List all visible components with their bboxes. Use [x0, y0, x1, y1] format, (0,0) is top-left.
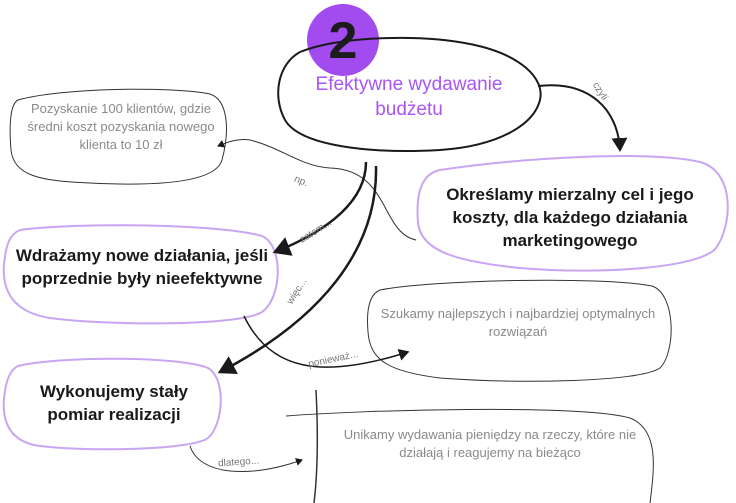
avoid-spending-node-outline: [285, 408, 654, 503]
new-actions-node-text: Wdrażamy nowe działania, jeśli poprzedni…: [15, 246, 269, 288]
edge-poniewaz: [243, 315, 410, 368]
badge-circle: [307, 4, 379, 76]
new-actions-node-outline: [2, 224, 279, 325]
edge-dlatego: [189, 445, 303, 473]
measurable-goal-node-outline: [416, 155, 729, 272]
badge-number: 2: [328, 12, 358, 70]
edge-np: [217, 139, 417, 241]
acquisition-node-text: Pozyskanie 100 klientów, gdzie średni ko…: [27, 101, 215, 152]
measurement-node-text: Wykonujemy stały pomiar realizacji: [39, 382, 189, 424]
edge-czyli: [537, 84, 628, 152]
avoid-spending-node-left-line: [313, 389, 319, 503]
best-solutions-node-outline: [367, 279, 672, 382]
center-node-title: Efektywne wydawanie budżetu: [315, 74, 503, 120]
measurable-goal-node-text: Określamy mierzalny cel i jego koszty, d…: [446, 185, 694, 250]
edge-wiec: [217, 165, 378, 374]
acquisition-node-outline: [9, 88, 227, 185]
edge-zatem: [272, 161, 368, 256]
avoid-spending-node-text: Unikamy wydawania pieniędzy na rzeczy, k…: [343, 427, 637, 460]
measurement-node-outline: [2, 357, 222, 451]
best-solutions-node-text: Szukamy najlepszych i najbardziej optyma…: [380, 306, 656, 339]
center-node-outline: [277, 36, 542, 152]
